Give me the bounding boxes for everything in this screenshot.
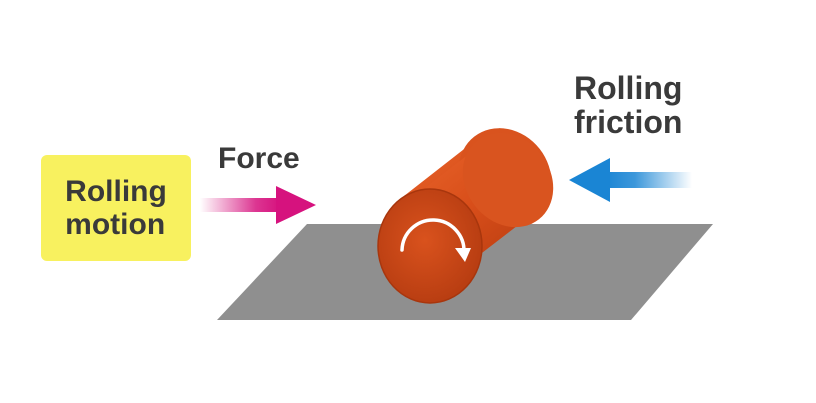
force-arrow	[200, 186, 316, 224]
rolling-motion-box: Rolling motion	[41, 155, 191, 261]
cylinder-roller	[377, 128, 554, 304]
rolling-friction-label: Rolling friction	[574, 70, 683, 140]
force-label: Force	[218, 142, 300, 175]
friction-arrow	[569, 158, 692, 202]
rolling-motion-label: Rolling motion	[65, 175, 167, 241]
clockwise-arrow-icon	[400, 218, 471, 262]
